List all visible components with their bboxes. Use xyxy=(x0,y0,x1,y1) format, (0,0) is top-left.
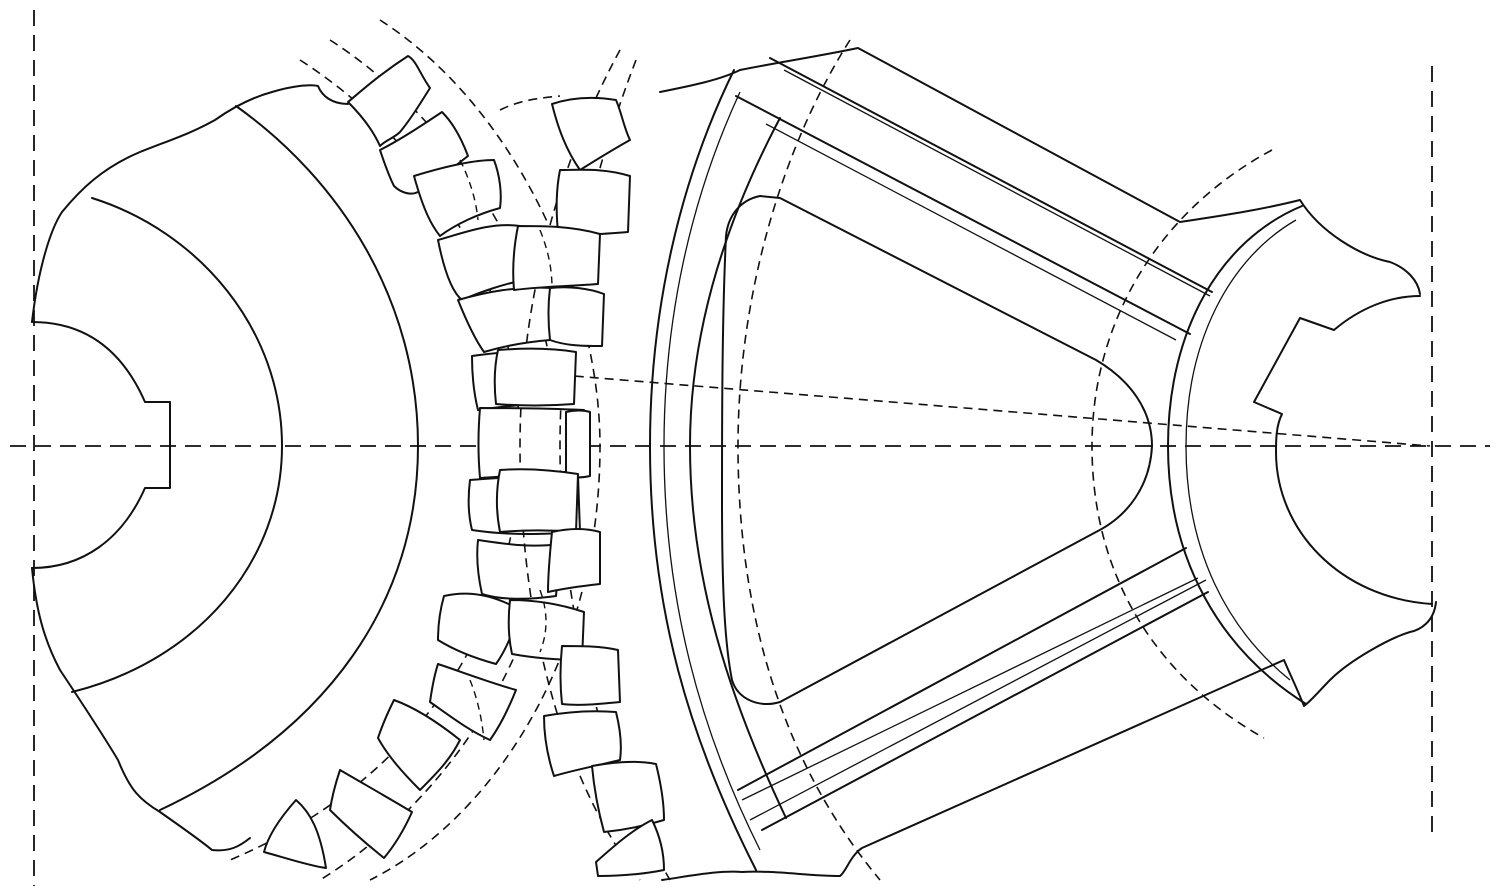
right-tooth-11 xyxy=(543,710,622,777)
left-tooth-9 xyxy=(476,539,561,600)
left-tooth-13 xyxy=(329,769,413,859)
left-gear-rim-arc xyxy=(159,105,419,811)
right-tooth-9 xyxy=(507,599,585,661)
right-gear-rim-inner-1 xyxy=(663,91,761,851)
left-tooth-10 xyxy=(437,592,521,665)
right-gear-hub-bore xyxy=(1253,295,1433,605)
right-tooth-7 xyxy=(496,468,579,533)
right-gear-arm-bottom-edge-2 xyxy=(741,577,1199,801)
right-tooth-10 xyxy=(559,645,621,706)
left-gear-addendum-circle xyxy=(369,19,601,881)
right-gear-arm-bottom-edge-1 xyxy=(737,547,1187,791)
right-tooth-8 xyxy=(547,528,601,593)
right-gear-pitch-circle xyxy=(737,39,881,881)
left-gear-keyway-bore xyxy=(31,321,171,569)
hidden-tooth-1 xyxy=(539,229,553,289)
right-gear-addendum-circle xyxy=(519,49,641,881)
right-tooth-3 xyxy=(512,225,601,291)
right-gear-upper-outline xyxy=(659,47,1421,295)
right-gear-inner-pitch-arc xyxy=(499,95,561,111)
hidden-tooth-outlines xyxy=(459,159,553,741)
right-gear-arm-bottom-edge-4 xyxy=(749,579,1207,821)
left-gear-teeth xyxy=(263,55,587,869)
right-gear-arm-top-edge-1 xyxy=(769,57,1213,293)
left-tooth-11 xyxy=(429,663,517,741)
right-gear-lower-outline xyxy=(661,601,1437,881)
left-tooth-5 xyxy=(457,286,556,353)
left-tooth-1 xyxy=(347,55,431,147)
right-gear-arm-top-edge-4 xyxy=(765,123,1177,341)
right-tooth-6 xyxy=(565,409,591,479)
right-gear xyxy=(499,39,1437,881)
left-tooth-12 xyxy=(377,699,461,791)
right-gear-root-circle xyxy=(559,59,671,881)
hidden-tooth-4 xyxy=(469,679,485,741)
right-tooth-2 xyxy=(555,168,631,236)
right-gear-teeth xyxy=(493,96,665,877)
right-gear-spoke-window xyxy=(721,195,1153,705)
right-gear-hub-inner xyxy=(1185,219,1297,681)
right-gear-arm-top-edge-3 xyxy=(735,95,1191,335)
left-tooth-14 xyxy=(263,799,327,869)
right-gear-rim-outer xyxy=(649,69,757,871)
right-tooth-13 xyxy=(595,819,665,877)
right-tooth-4 xyxy=(547,286,605,347)
right-gear-rim-inner-2 xyxy=(689,117,787,819)
left-gear-outer-outline xyxy=(31,84,349,323)
right-tooth-5 xyxy=(493,347,577,407)
right-gear-arm-bottom-edge-3 xyxy=(761,591,1209,831)
left-gear-hub-arc xyxy=(71,197,283,693)
right-gear-hub-outer xyxy=(1167,205,1307,705)
right-gear-arm-top-edge-2 xyxy=(783,69,1211,297)
right-gear-hub-dashed-circle xyxy=(1091,149,1273,739)
inclined-center-line xyxy=(499,369,1431,447)
left-tooth-3 xyxy=(413,159,502,237)
left-gear-lower-outline xyxy=(31,567,251,852)
hidden-tooth-3 xyxy=(459,159,479,221)
right-tooth-12 xyxy=(591,760,665,833)
hidden-tooth-2 xyxy=(539,589,547,653)
right-tooth-1 xyxy=(551,96,631,171)
